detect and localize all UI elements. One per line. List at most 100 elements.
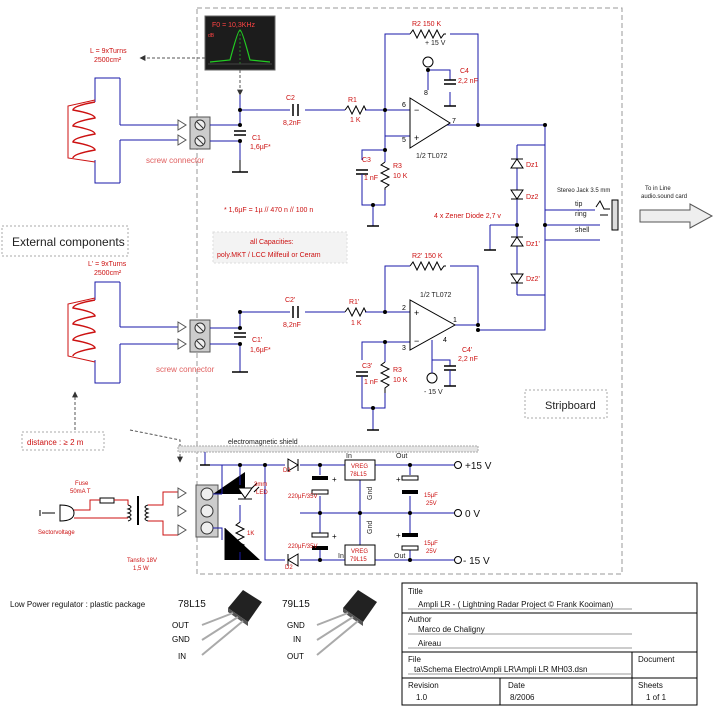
tb-title-label: Title bbox=[408, 587, 423, 596]
bottom-c3-value: 1 nF bbox=[364, 379, 378, 386]
top-r1-value: 1 K bbox=[350, 117, 361, 124]
bottom-opamp-label: 1/2 TL072 bbox=[420, 292, 452, 299]
plus15-label: +15 V bbox=[465, 461, 492, 472]
r79-name: 79L15 bbox=[282, 599, 310, 610]
bottom-coil-label-2: 2500cm² bbox=[94, 270, 122, 277]
all-caps-line1: all Capacities: bbox=[250, 239, 294, 246]
bottom-pin1: 1 bbox=[453, 317, 457, 324]
tb-date: 8/2006 bbox=[510, 693, 535, 702]
r79-pin-in: IN bbox=[293, 635, 301, 644]
gnd-top: Gnd bbox=[367, 487, 374, 500]
out-top: Out bbox=[396, 453, 407, 460]
bottom-supply-label: - 15 V bbox=[424, 389, 443, 396]
top-c3-label: C3 bbox=[362, 157, 371, 164]
transfo-label-1: Tansfo 18V bbox=[127, 558, 157, 564]
top-c1: C1 1,6µF* bbox=[234, 130, 271, 151]
bottom-screw-connector: screw connector bbox=[156, 319, 215, 374]
external-components-box bbox=[1, 225, 129, 257]
psu-components: 3mm LED 1K D1 D2 + 220µF/35V + 220µF/35V… bbox=[234, 453, 492, 571]
shield-label: electromagnetic shield bbox=[228, 439, 298, 446]
sector-voltage: Sectorvoltage bbox=[38, 530, 75, 536]
zener-note: 4 x Zener Diode 2,7 v bbox=[434, 213, 501, 220]
in-top: In bbox=[346, 453, 352, 460]
stripboard-frame bbox=[196, 7, 623, 575]
top-pin8: 8 bbox=[424, 90, 428, 97]
dz1-label: Dz1 bbox=[526, 162, 539, 169]
top-pin6: 6 bbox=[402, 102, 406, 109]
fuse-label-1: Fuse bbox=[75, 481, 89, 487]
reg-79l15: 79L15 GND IN OUT bbox=[282, 590, 377, 661]
top-c1-value: 1,6µF* bbox=[250, 144, 271, 151]
led-label-1: 3mm bbox=[254, 482, 267, 488]
vreg-bot-2: 79L15 bbox=[350, 557, 367, 563]
scope-db-label: dB bbox=[208, 33, 215, 39]
svg-text:+: + bbox=[332, 532, 337, 541]
bottom-c4-value: 2,2 nF bbox=[458, 356, 478, 363]
top-r3: R3 10 K bbox=[379, 161, 408, 190]
capacitor-note: * 1,6µF = 1µ // 470 n // 100 n bbox=[224, 207, 313, 214]
bottom-opamp: + − 1/2 TL072 2 3 1 4 bbox=[402, 292, 457, 352]
top-r2-label: R2 150 K bbox=[412, 21, 442, 28]
top-coil: L = 9xTurns 2500cm² bbox=[67, 48, 178, 184]
title-block: Title Ampli LR - ( Lightning Radar Proje… bbox=[401, 582, 698, 706]
led-label-2: LED bbox=[256, 490, 268, 496]
top-c4: C4 2,2 nF bbox=[444, 68, 478, 107]
minus15-label: - 15 V bbox=[463, 556, 490, 567]
r78-name: 78L15 bbox=[178, 599, 206, 610]
zener-diodes: Dz1 Dz2 Dz1' Dz2' 4 x Zener Diode 2,7 v bbox=[434, 158, 540, 284]
cap15-bot-2: 25V bbox=[426, 549, 437, 555]
all-caps-line2: poly.MKT / LCC Milfeuil or Ceram bbox=[217, 252, 321, 259]
bottom-pin2: 2 bbox=[402, 305, 406, 312]
tb-file: ta\Schema Electro\Ampli LR\Ampli LR MH03… bbox=[414, 665, 587, 674]
svg-text:+: + bbox=[396, 475, 401, 484]
psu-wiring bbox=[204, 452, 455, 561]
r79-pin-gnd: GND bbox=[287, 621, 305, 630]
regulator-caption: Low Power regulator : plastic package bbox=[10, 600, 146, 609]
bottom-c1: C1' 1,6µF* bbox=[234, 332, 271, 354]
top-opamp-label: 1/2 TL072 bbox=[416, 153, 448, 160]
top-c2-value: 8,2nF bbox=[283, 120, 301, 127]
bottom-c1-value: 1,6µF* bbox=[250, 347, 271, 354]
transfo-label-2: 1,5 W bbox=[133, 566, 149, 572]
bottom-c1-label: C1' bbox=[252, 337, 262, 344]
cap15-top-2: 25V bbox=[426, 501, 437, 507]
bottom-r1: R1' 1 K bbox=[344, 299, 367, 327]
vreg-top-2: 78L15 bbox=[350, 472, 367, 478]
top-c3-value: 1 nF bbox=[364, 175, 378, 182]
jack-shell: shell bbox=[575, 227, 590, 234]
r79-pin-out: OUT bbox=[287, 652, 304, 661]
gnd-bot: Gnd bbox=[367, 521, 374, 534]
tb-sheets-label: Sheets bbox=[638, 681, 663, 690]
top-c4-value: 2,2 nF bbox=[458, 78, 478, 85]
top-supply-label: + 15 V bbox=[425, 40, 446, 47]
jack-dest-2: audio.sound card bbox=[641, 194, 687, 200]
top-r2: R2 150 K + 15 V bbox=[409, 21, 446, 68]
power-supply: Sectorvoltage Fuse 50mA T Tansfo 18V 1,5… bbox=[38, 472, 260, 572]
bottom-r2: R2' 150 K bbox=[409, 253, 446, 272]
bottom-coil: L' = 9xTurns 2500cm² bbox=[67, 261, 178, 384]
bottom-wiring bbox=[210, 265, 479, 430]
top-c4-label: C4 bbox=[460, 68, 469, 75]
top-c2-label: C2 bbox=[286, 95, 295, 102]
bottom-c3: C3' 1 nF bbox=[356, 363, 378, 388]
top-r3-label: R3 bbox=[393, 163, 402, 170]
scope-readout: F0 = 10,3KHz bbox=[212, 22, 255, 29]
tb-author2: Aireau bbox=[418, 639, 441, 648]
dz1p-label: Dz1' bbox=[526, 241, 540, 248]
out-bot: Out bbox=[394, 553, 405, 560]
cap-top-label: 220µF/35V bbox=[288, 494, 317, 500]
bottom-connector-label: screw connector bbox=[156, 365, 215, 374]
zener-network bbox=[478, 144, 600, 331]
r78-pin-out: OUT bbox=[172, 621, 189, 630]
r1k-label: 1K bbox=[247, 531, 254, 537]
r78-pin-gnd: GND bbox=[172, 635, 190, 644]
bottom-r3: R3 10 K bbox=[379, 361, 408, 393]
top-r3-value: 10 K bbox=[393, 173, 408, 180]
tb-revision: 1.0 bbox=[416, 693, 428, 702]
top-screw-connector: screw connector bbox=[146, 116, 211, 165]
bottom-r3-label: R3 bbox=[393, 367, 402, 374]
bottom-pin3: 3 bbox=[402, 345, 406, 352]
tb-date-label: Date bbox=[508, 681, 525, 690]
top-r1-label: R1 bbox=[348, 97, 357, 104]
